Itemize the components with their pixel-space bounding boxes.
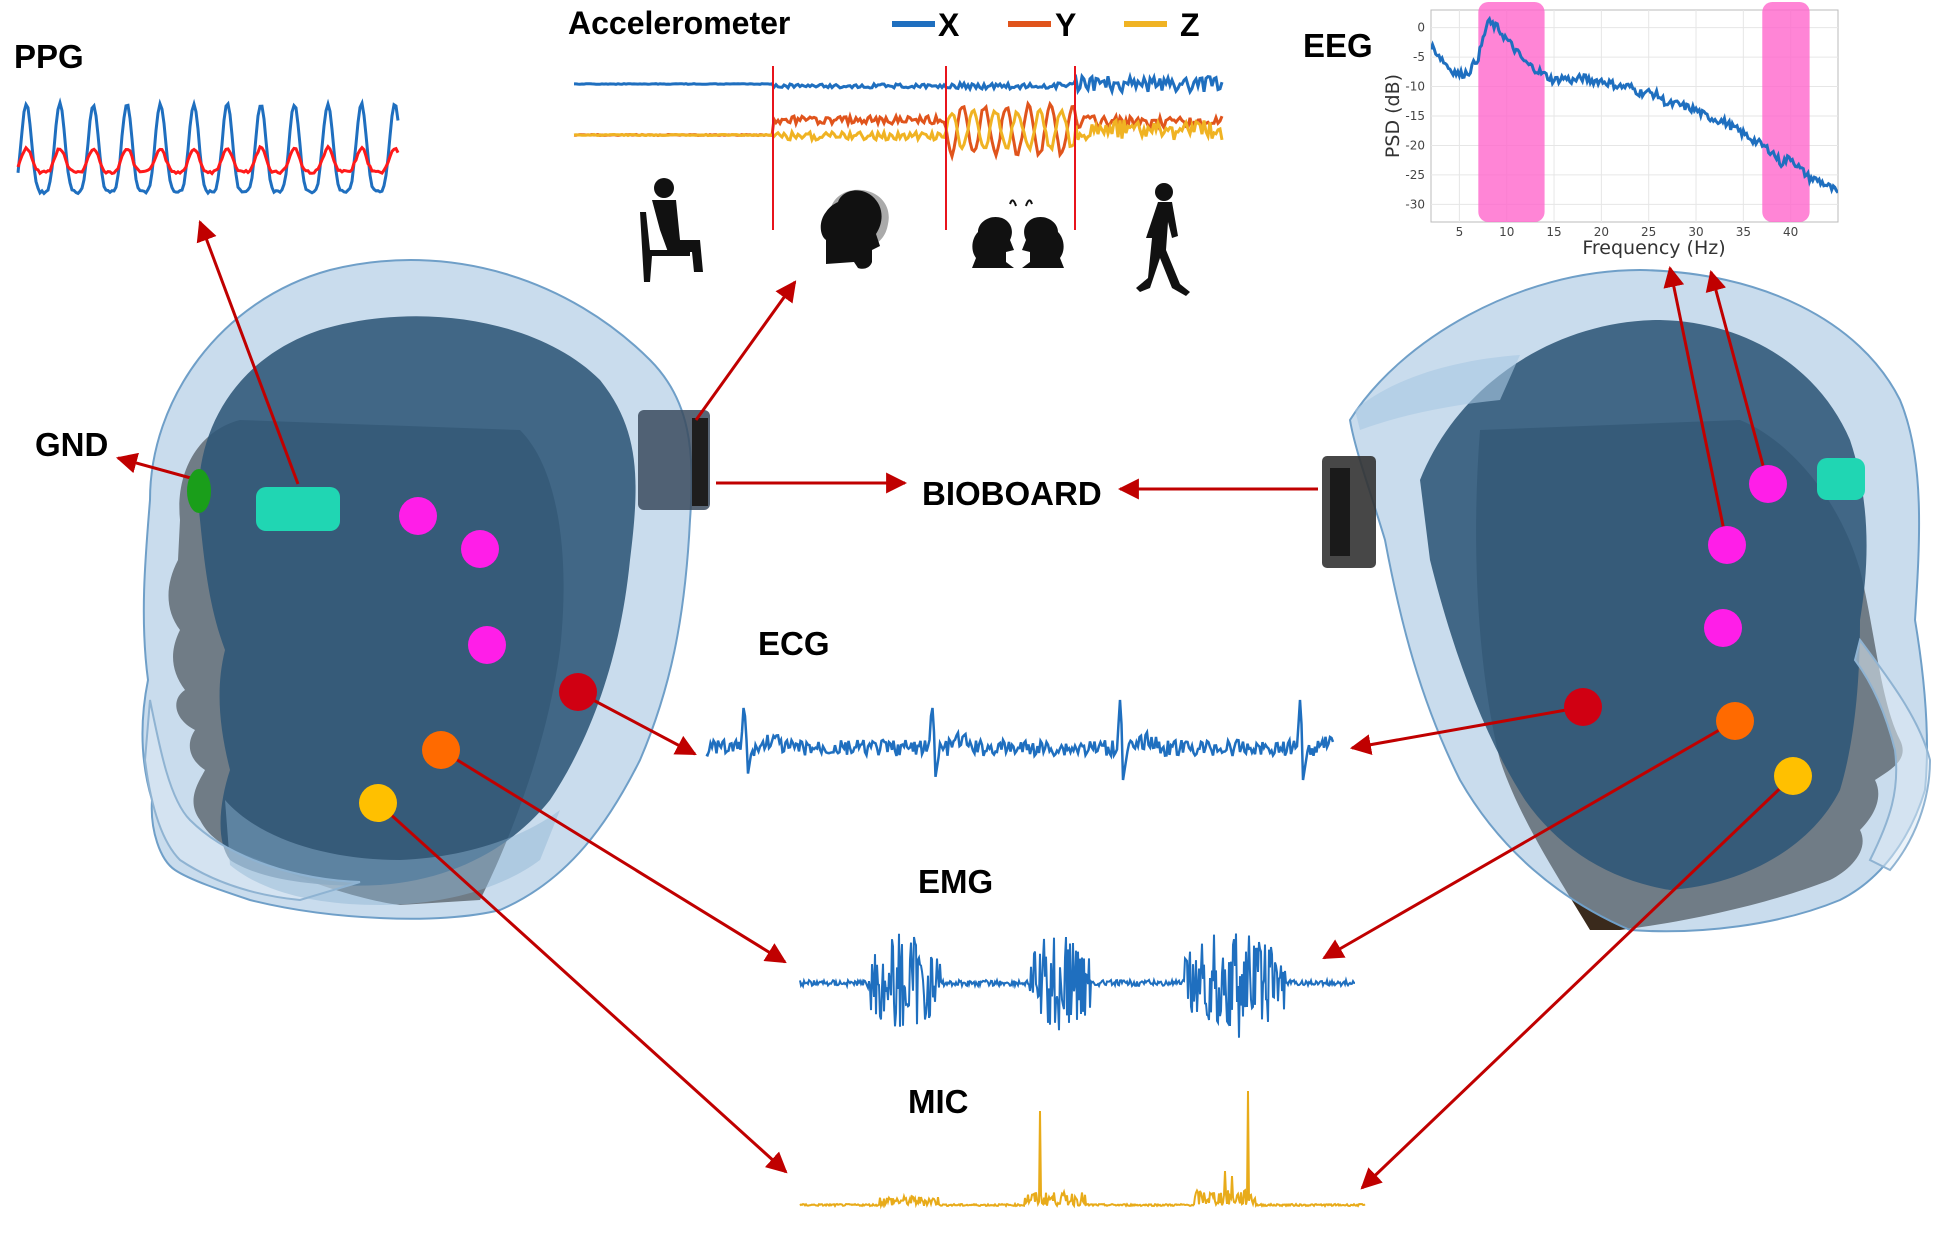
eeg-highlight-band xyxy=(1762,2,1810,222)
walking-person-icon xyxy=(1136,183,1190,296)
arrow-ppg xyxy=(196,220,300,485)
connection-arrows xyxy=(115,220,1795,1190)
accelerometer-title: Accelerometer xyxy=(568,5,790,41)
emg-signal xyxy=(799,933,1355,1038)
emg-electrode xyxy=(1716,702,1754,740)
left-chin-guard xyxy=(225,800,560,905)
arrow-mic-left xyxy=(376,801,788,1174)
eeg-y-tick: -10 xyxy=(1405,80,1425,94)
ppg-signal-primary xyxy=(16,97,400,196)
eeg-psd-chart: 5 10 15 20 25 30 35 40 0 -5 -10 -15 -20 -25 -30 Frequ… xyxy=(1382,2,1839,259)
eeg-y-tick: -30 xyxy=(1405,197,1425,211)
eeg-panel: EEG 5 10 15 20 25 30 35 40 0 -5 -10 -15 -20 -25 -30 F… xyxy=(1303,2,1839,259)
right-helmet-dark-interior xyxy=(1420,320,1867,890)
arrow-eeg-1 xyxy=(1663,265,1729,546)
left-helmet-dark-interior xyxy=(198,316,636,886)
ppg-sensor xyxy=(256,487,340,531)
ecg-signal xyxy=(705,699,1335,781)
arrow-eeg-2 xyxy=(1705,269,1770,485)
left-electrodes xyxy=(187,469,597,822)
mic-label: MIC xyxy=(908,1083,969,1120)
eeg-electrode xyxy=(399,497,437,535)
gnd-label: GND xyxy=(35,426,108,463)
accelerometer-z-signal xyxy=(573,107,1224,154)
mic-electrode xyxy=(359,784,397,822)
ecg-electrode xyxy=(559,673,597,711)
arrow-emg-left xyxy=(440,748,787,964)
ecg-label: ECG xyxy=(758,625,830,662)
ppg-signal-secondary xyxy=(16,144,400,176)
eeg-psd-line xyxy=(1431,15,1838,195)
legend-y-label: Y xyxy=(1055,7,1076,43)
eeg-y-axis-label: PSD (dB) xyxy=(1382,74,1404,158)
eeg-y-tick-labels: 0 -5 -10 -15 -20 -25 -30 xyxy=(1405,21,1425,212)
eeg-electrode xyxy=(468,626,506,664)
activity-dividers xyxy=(772,66,1076,230)
left-visor xyxy=(143,699,361,902)
eeg-y-tick: -5 xyxy=(1413,50,1425,64)
right-head-with-helmet xyxy=(1322,268,1932,933)
arrow-gnd xyxy=(115,452,199,482)
accelerometer-panel: Accelerometer X Y Z xyxy=(568,5,1224,296)
eeg-electrode xyxy=(1704,609,1742,647)
eeg-y-tick: -15 xyxy=(1405,109,1425,123)
right-electrodes xyxy=(1564,458,1865,795)
eeg-y-tick: 0 xyxy=(1417,21,1425,35)
emg-electrode xyxy=(422,731,460,769)
accelerometer-x-signal xyxy=(574,71,1224,97)
eeg-electrode xyxy=(1708,526,1746,564)
mic-electrode xyxy=(1774,757,1812,795)
arrow-ecg-right xyxy=(1349,705,1584,756)
ecg-electrode xyxy=(1564,688,1602,726)
eeg-highlight-band xyxy=(1478,2,1545,222)
ppg-title: PPG xyxy=(14,38,84,75)
eeg-x-tick: 15 xyxy=(1546,225,1561,239)
head-turning-icon xyxy=(820,189,889,269)
ppg-sensor xyxy=(1817,458,1865,500)
eeg-x-tick: 25 xyxy=(1641,225,1656,239)
arrow-ecg-left xyxy=(577,690,697,756)
eeg-x-tick: 20 xyxy=(1594,225,1609,239)
eeg-electrode xyxy=(461,530,499,568)
legend-x-label: X xyxy=(938,7,960,43)
eeg-y-tick: -20 xyxy=(1405,138,1425,152)
eeg-x-tick: 40 xyxy=(1783,225,1798,239)
eeg-psd-series xyxy=(1431,15,1838,195)
arrow-emg-right xyxy=(1322,719,1736,960)
right-bioboard-connector xyxy=(1330,468,1350,556)
emg-label: EMG xyxy=(918,863,993,900)
eeg-highlight-bands xyxy=(1478,2,1810,222)
right-visor xyxy=(1853,637,1932,872)
bioboard-label: BIOBOARD xyxy=(922,475,1102,512)
ppg-panel: PPG xyxy=(14,38,400,196)
eeg-electrode xyxy=(1749,465,1787,503)
eeg-x-tick: 5 xyxy=(1456,225,1464,239)
left-head-with-helmet xyxy=(141,259,710,920)
arrow-accelerometer xyxy=(694,280,797,421)
eeg-x-axis-label: Frequency (Hz) xyxy=(1582,237,1725,259)
right-helmet-brim xyxy=(1355,355,1520,430)
eeg-x-tick: 35 xyxy=(1736,225,1751,239)
two-people-talking-icon xyxy=(972,199,1064,268)
eeg-y-tick: -25 xyxy=(1405,168,1425,182)
sitting-person-icon xyxy=(640,178,703,282)
gnd-electrode xyxy=(187,469,211,513)
accelerometer-legend: X Y Z xyxy=(892,7,1200,43)
eeg-x-tick-labels: 5 10 15 20 25 30 35 40 xyxy=(1456,225,1799,239)
left-bioboard-connector xyxy=(692,418,708,506)
eeg-x-tick: 10 xyxy=(1499,225,1514,239)
mic-signal xyxy=(799,1090,1366,1210)
eeg-x-tick: 30 xyxy=(1688,225,1703,239)
legend-z-label: Z xyxy=(1180,7,1200,43)
eeg-title: EEG xyxy=(1303,27,1373,64)
arrow-mic-right xyxy=(1360,774,1795,1190)
